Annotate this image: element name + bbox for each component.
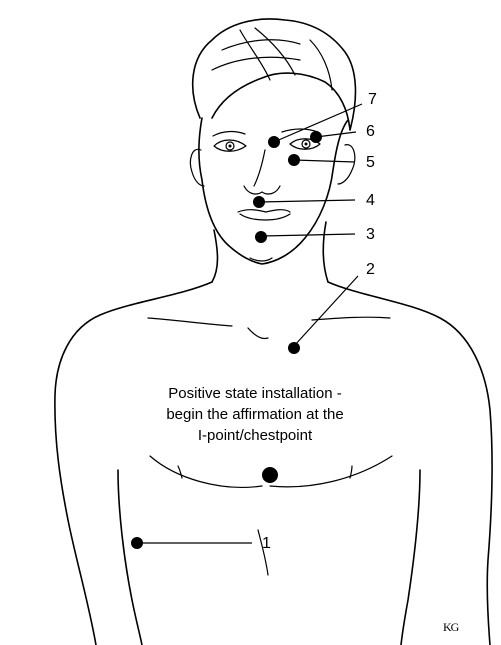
hair-strands bbox=[212, 28, 332, 90]
leader-line-5 bbox=[294, 160, 355, 162]
leader-line-6 bbox=[316, 132, 356, 137]
right-collarbone bbox=[312, 317, 390, 320]
nose bbox=[244, 150, 280, 194]
caption-line-1: Positive state installation - bbox=[130, 383, 380, 404]
left-nipple bbox=[178, 466, 182, 478]
left-shoulder-arm bbox=[55, 282, 212, 645]
point-4-marker bbox=[253, 196, 265, 208]
chest-point-marker bbox=[262, 467, 278, 483]
point-label-7: 7 bbox=[368, 92, 377, 108]
hair-outline bbox=[193, 19, 356, 130]
point-3-marker bbox=[255, 231, 267, 243]
point-6-marker bbox=[310, 131, 322, 143]
left-collarbone bbox=[148, 318, 232, 326]
point-1-marker bbox=[131, 537, 143, 549]
sternal-notch bbox=[248, 328, 268, 339]
point-label-4: 4 bbox=[366, 193, 375, 209]
leader-line-4 bbox=[259, 200, 355, 202]
left-pupil bbox=[229, 145, 232, 148]
point-label-6: 6 bbox=[366, 124, 375, 140]
point-label-5: 5 bbox=[366, 155, 375, 171]
right-pectoral bbox=[270, 456, 392, 487]
point-label-1: 1 bbox=[262, 536, 271, 552]
point-7-marker bbox=[268, 136, 280, 148]
caption-line-2: begin the affirmation at the bbox=[130, 404, 380, 425]
left-eyebrow bbox=[213, 132, 245, 136]
chin-line bbox=[250, 258, 272, 261]
point-2-marker bbox=[288, 342, 300, 354]
point-label-2: 2 bbox=[366, 262, 375, 278]
caption-line-3: I-point/chestpoint bbox=[130, 425, 380, 446]
artist-signature: KG bbox=[443, 620, 458, 635]
point-label-3: 3 bbox=[366, 227, 375, 243]
neck-left bbox=[212, 230, 218, 282]
right-pupil bbox=[305, 143, 308, 146]
point-5-marker bbox=[288, 154, 300, 166]
leader-line-2 bbox=[294, 276, 358, 346]
right-torso-side bbox=[401, 470, 420, 645]
left-pectoral bbox=[150, 456, 262, 487]
neck-right bbox=[323, 222, 328, 282]
left-torso-side bbox=[118, 470, 142, 645]
caption: Positive state installation - begin the … bbox=[130, 383, 380, 446]
right-ear bbox=[338, 145, 355, 184]
mouth bbox=[238, 210, 290, 220]
